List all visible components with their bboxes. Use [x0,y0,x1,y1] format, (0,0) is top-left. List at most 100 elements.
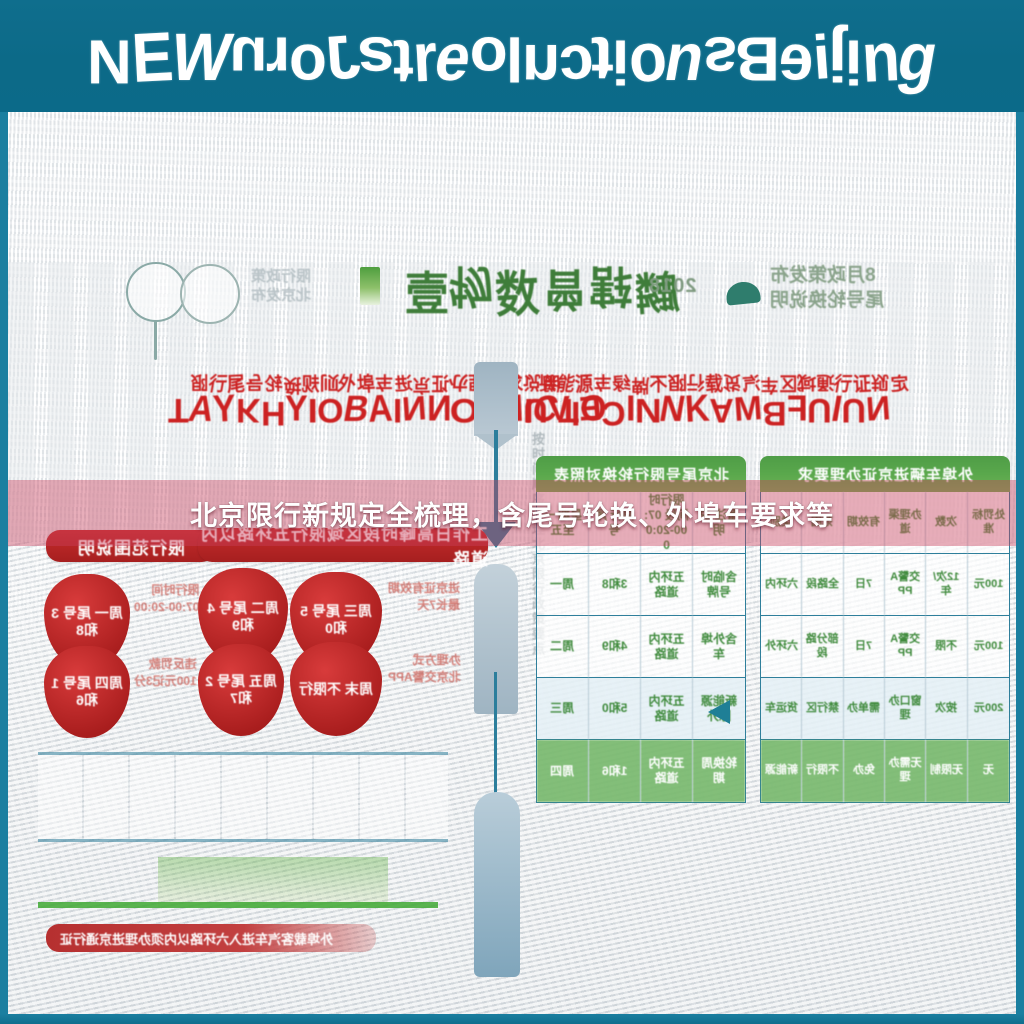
table-cell: 3和8 [589,554,641,615]
table-cell-label: 全路段 [805,577,839,590]
table-cell-label: 免办 [852,764,875,777]
pill-policy-scope[interactable]: 限行范围说明 [46,530,216,562]
red-headline-glyph: 定 [888,373,909,395]
table-cell-label: 周四 [550,763,575,778]
table-cell: 五环内道路 [641,554,693,615]
logo-stem-icon [154,320,157,360]
red-headline-glyph: C [601,394,627,432]
table-cell: 周四 [537,740,589,802]
table-cell-label: 部分路段 [806,632,839,659]
table-cell: 5和0 [589,678,641,739]
red-headline-glyph: T [558,391,579,429]
blob-weekday-2-label: 周二 尾号 4和9 [207,600,279,633]
red-headline-glyph: A [367,387,394,431]
table-out-of-town-vehicle-header: 外埠车辆进京证办理要求 [760,456,1010,492]
table-cell: 五环内道路 [641,616,693,677]
table-cell-label: 需单办 [847,701,881,714]
header-glyph: g [892,20,943,96]
table-cell-label: 含临时号牌 [701,569,738,599]
red-headline-glyph: A [709,391,734,429]
red-headline-glyph: N [426,389,452,429]
blob-weekday-5[interactable]: 周五 尾号 2和7 [198,644,284,736]
table-cell: 五环内道路 [641,740,693,802]
table-cell: 含临时号牌 [693,554,745,615]
header-glyph: N [87,26,132,96]
table-cell-label: 货运车 [764,701,798,714]
logo-circle-right-icon [180,264,240,324]
header-glyph: c [557,22,596,94]
red-headline-glyph: O [317,391,344,429]
blob-weekday-5-label: 周五 尾号 2和7 [205,673,277,706]
table-cell: 周一 [537,554,589,615]
table-header-cell: 限行 尾号 [589,492,641,553]
green-heading-glyph: 曾 [541,264,587,313]
table-cell: 免办 [843,740,885,802]
table-cell-label: 不限行 [805,764,839,777]
header-glyph: o [469,23,507,93]
table-header-cell: 次数 [926,492,968,553]
blob-weekend[interactable]: 周末 不限行 [290,642,382,736]
table-cell: 六环外 [761,616,803,677]
left-note-1: 限行时间 07:00-20:00 [134,583,200,615]
table-cell: 100元 [968,616,1009,677]
table-cell: 1和6 [589,740,641,802]
red-headline-glyph: U [841,391,866,429]
red-headline-glyph: M [732,389,764,429]
left-red-strip[interactable]: 外埠载客汽车进入六环路以内须办理进京通行证 [46,924,376,952]
green-subheading-2: 8月政策发布 尾号轮换说明 [770,265,885,311]
red-headline-glyph: U [807,391,832,429]
logo-circle-left-icon [126,262,186,322]
table-cell-label: 100元 [973,577,1003,590]
green-heading-glyph: 数 [493,266,543,324]
table-cell-label: 五环内道路 [648,631,685,661]
red-headline-glyph: N [400,389,429,429]
frame-bottom-border [0,1014,1024,1024]
table-cell-label: 不限 [935,639,958,652]
table-cell-label: 周三 [550,701,575,715]
table-cell: 7日 [844,554,885,615]
table-cell: 货运车 [761,678,803,739]
table-cell: 无 [967,740,1009,802]
table-cell: 需单办 [844,678,885,739]
logo-ghost-label: 限行政策 北京发布 [251,268,312,304]
table-header-cell: 有效期 [844,492,885,553]
header-glyph: W [165,20,237,96]
brand-logo [126,258,244,368]
green-heading-glyph: 壹 [403,269,449,321]
header-glyph: l [506,23,523,93]
table-cell-label: 7日 [855,577,873,590]
axis-marker-top [474,362,518,436]
table-row: 新能源不限行免办无需办理无限制无 [761,740,1009,802]
red-headline-glyph: C [529,388,562,430]
table-cell: 7日 [844,616,885,677]
table-cell-label: 200元 [973,701,1003,714]
table-cell: 轮换周期 [693,740,745,802]
faded-table-block [38,752,448,842]
header-glyph: r [266,23,290,93]
table-cell-label: 交警APP [890,632,921,659]
blob-weekday-4[interactable]: 周四 尾号 1和6 [44,646,130,738]
red-headline-glyph: Y [285,389,308,429]
table-row: 类别范围有效期办理渠道次数处罚标准 [761,492,1009,554]
red-headline-glyph: K [683,387,711,431]
pill-policy-detail[interactable]: 工作日高峰时段区域限行五环路以内道路 [198,525,488,569]
caption-text: 北京限行新规定全梳理，含尾号轮换、外埠车要求等 [190,500,834,531]
table-cell-label: 六环内 [764,577,798,590]
table-row: 周一 3和8 五环内道路含临时号牌 [537,554,745,616]
header-glyph: s [358,23,396,93]
table-cell-label: 3和8 [601,577,628,591]
green-divider-band [38,902,438,908]
axis-line-top [494,430,498,530]
table-cell-label: 12次/年 [933,570,960,597]
blob-weekday-4-label: 周四 尾号 1和6 [51,675,123,708]
header-glyph: t [592,23,614,93]
header-title: NEWuroJstreoluctionsBeijing [87,19,943,98]
red-headline-right-big: IC TECIN NKAMBF UI UN [524,387,892,432]
axis-marker-bottom [474,792,520,977]
